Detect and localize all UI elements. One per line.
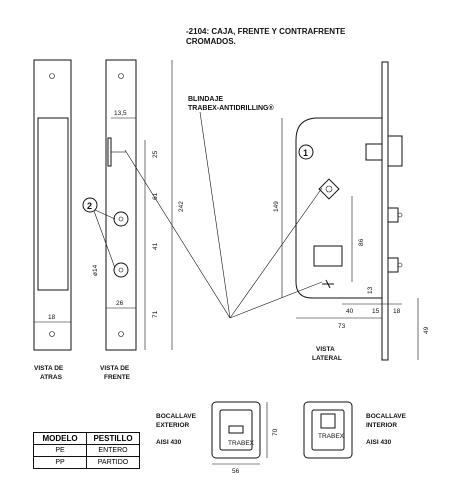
bocallave-ext-brand: TRABEX (228, 440, 255, 447)
dim-15: 15 (372, 308, 380, 315)
dim-149: 149 (273, 201, 280, 212)
dim-71: 71 (152, 310, 159, 318)
bocallave-int-brand: TRABEX (318, 433, 345, 440)
table-header-row: MODELO PESTILLO (33, 432, 140, 445)
label-vista-atras-1: VISTA DE (34, 365, 64, 372)
dim-14: ø14 (92, 264, 99, 276)
dim-73: 73 (338, 323, 346, 330)
side-view: 1 149 86 13 40 15 18 73 49 (273, 61, 430, 361)
callout-1-label: 1 (303, 148, 308, 158)
dim-13: 13 (367, 286, 374, 294)
callout-2-circle (82, 197, 98, 213)
bocallave-int-line-2: INTERIOR (366, 422, 397, 429)
rear-view: 18 (33, 59, 72, 351)
label-vista-frente-1: VISTA DE (100, 365, 130, 372)
table-cell: PP (33, 456, 87, 469)
bocallave-int-line-3: AISI 430 (366, 439, 392, 446)
dim-25: 25 (152, 150, 159, 158)
dim-13-5: 13,5 (114, 110, 127, 117)
blindaje-line-2: TRABEX-ANTIDRILLING® (188, 104, 274, 112)
dim-86: 86 (358, 238, 365, 246)
table-row: PP PARTIDO (33, 456, 140, 469)
dim-18-rear: 18 (48, 314, 56, 321)
dim-41: 41 (152, 242, 159, 250)
dim-70: 70 (272, 428, 279, 436)
table-cell: PARTIDO (86, 456, 140, 469)
model-table: MODELO PESTILLO PE ENTERO PP PARTIDO (33, 432, 140, 469)
dim-26: 26 (116, 300, 124, 307)
table-header-modelo: MODELO (33, 432, 87, 445)
dim-56: 56 (232, 468, 240, 475)
header-line-2: CROMADOS. (186, 37, 236, 46)
label-vista-atras-2: ATRAS (40, 374, 63, 381)
header-line-1: -2104: CAJA, FRENTE Y CONTRAFRENTE (186, 27, 346, 36)
table-cell: PE (33, 444, 87, 457)
bocallave-ext-line-2: EXTERIOR (156, 422, 190, 429)
dim-40: 40 (346, 308, 354, 315)
bocallave-ext-line-3: AISI 430 (156, 439, 182, 446)
bocallave-int-line-1: BOCALLAVE (366, 413, 407, 420)
label-vista-lateral-2: LATERAL (312, 355, 342, 362)
bocallave-exterior-drawing: TRABEX 70 56 (211, 401, 279, 475)
bocallave-interior-drawing: TRABEX (303, 401, 353, 459)
label-vista-frente-2: FRENTE (104, 374, 131, 381)
callout-2-label: 2 (87, 201, 92, 211)
table-header-pestillo: PESTILLO (86, 432, 140, 445)
table-cell: ENTERO (86, 444, 140, 457)
bocallave-ext-line-1: BOCALLAVE (156, 413, 197, 420)
front-view: 13,5 25 61 41 71 242 ø14 26 (92, 59, 185, 351)
dim-49: 49 (423, 326, 430, 334)
blindaje-line-1: BLINDAJE (188, 96, 223, 103)
dim-242: 242 (178, 201, 185, 212)
dim-61: 61 (152, 192, 159, 200)
dim-18-side: 18 (393, 308, 401, 315)
label-vista-lateral-1: VISTA (316, 346, 335, 353)
table-row: PE ENTERO (33, 444, 140, 457)
callout-1-circle (298, 144, 314, 160)
